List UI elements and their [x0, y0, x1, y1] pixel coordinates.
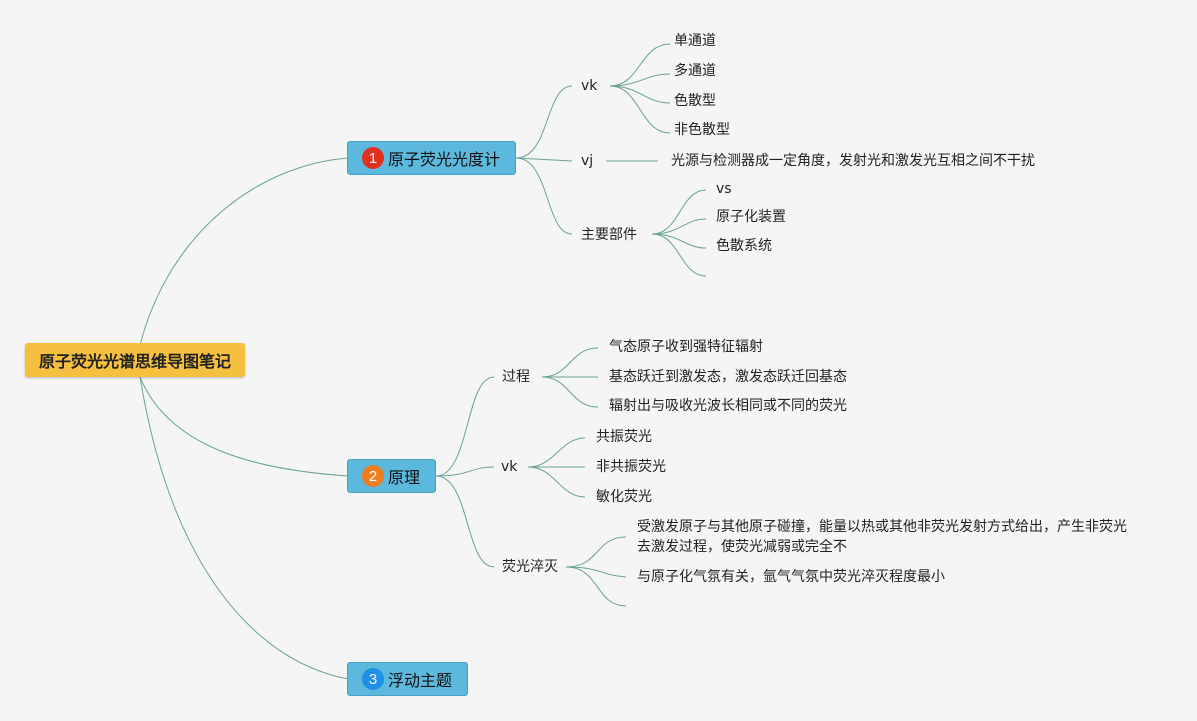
branch-floating-topic[interactable]: 3 浮动主题 — [347, 662, 468, 696]
leaf-vs[interactable]: vs — [716, 181, 732, 197]
root-topic[interactable]: 原子荧光光谱思维导图笔记 — [25, 343, 245, 377]
subtopic-process[interactable]: 过程 — [502, 369, 530, 385]
number-3-badge: 3 — [362, 668, 384, 690]
branch-atomic-fluorescence-photometer[interactable]: 1 原子荧光光度计 — [347, 141, 516, 175]
leaf-non-resonance-fluorescence[interactable]: 非共振荧光 — [596, 459, 666, 475]
leaf-dispersion-system[interactable]: 色散系统 — [716, 238, 772, 254]
subtopic-main-parts[interactable]: 主要部件 — [581, 227, 637, 243]
branch-label: 浮动主题 — [388, 671, 453, 690]
leaf-resonance-fluorescence[interactable]: 共振荧光 — [596, 429, 652, 445]
branch-label: 原理 — [388, 468, 421, 487]
leaf-non-dispersive[interactable]: 非色散型 — [674, 122, 730, 138]
number-2-badge: 2 — [362, 465, 384, 487]
leaf-quench-2[interactable]: 与原子化气氛有关，氩气气氛中荧光淬灭程度最小 — [637, 569, 945, 585]
leaf-atomizer[interactable]: 原子化装置 — [716, 209, 786, 225]
leaf-process-1[interactable]: 气态原子收到强特征辐射 — [609, 339, 763, 355]
leaf-process-2[interactable]: 基态跃迁到激发态，激发态跃迁回基态 — [609, 369, 847, 385]
leaf-process-3[interactable]: 辐射出与吸收光波长相同或不同的荧光 — [609, 398, 847, 414]
leaf-dispersive[interactable]: 色散型 — [674, 93, 716, 109]
root-label: 原子荧光光谱思维导图笔记 — [38, 352, 231, 371]
leaf-multi-channel[interactable]: 多通道 — [674, 63, 716, 79]
subtopic-fluorescence-quenching[interactable]: 荧光淬灭 — [502, 559, 558, 575]
branch-principle[interactable]: 2 原理 — [347, 459, 436, 493]
number-1-badge: 1 — [362, 147, 384, 169]
leaf-quench-1-line-1[interactable]: 受激发原子与其他原子碰撞，能量以热或其他非荧光发射方式给出，产生非荧光 — [637, 519, 1127, 535]
leaf-single-channel[interactable]: 单通道 — [674, 33, 716, 49]
leaf-vj-note[interactable]: 光源与检测器成一定角度，发射光和激发光互相之间不干扰 — [671, 153, 1035, 169]
subtopic-vj[interactable]: vj — [581, 153, 594, 169]
subtopic-vk[interactable]: vk — [501, 459, 518, 475]
leaf-quench-1-line-2[interactable]: 去激发过程，使荧光减弱或完全不 — [637, 539, 847, 555]
branch-label: 原子荧光光度计 — [388, 150, 501, 169]
subtopic-vk[interactable]: vk — [581, 78, 598, 94]
leaf-sensitized-fluorescence[interactable]: 敏化荧光 — [596, 489, 652, 505]
